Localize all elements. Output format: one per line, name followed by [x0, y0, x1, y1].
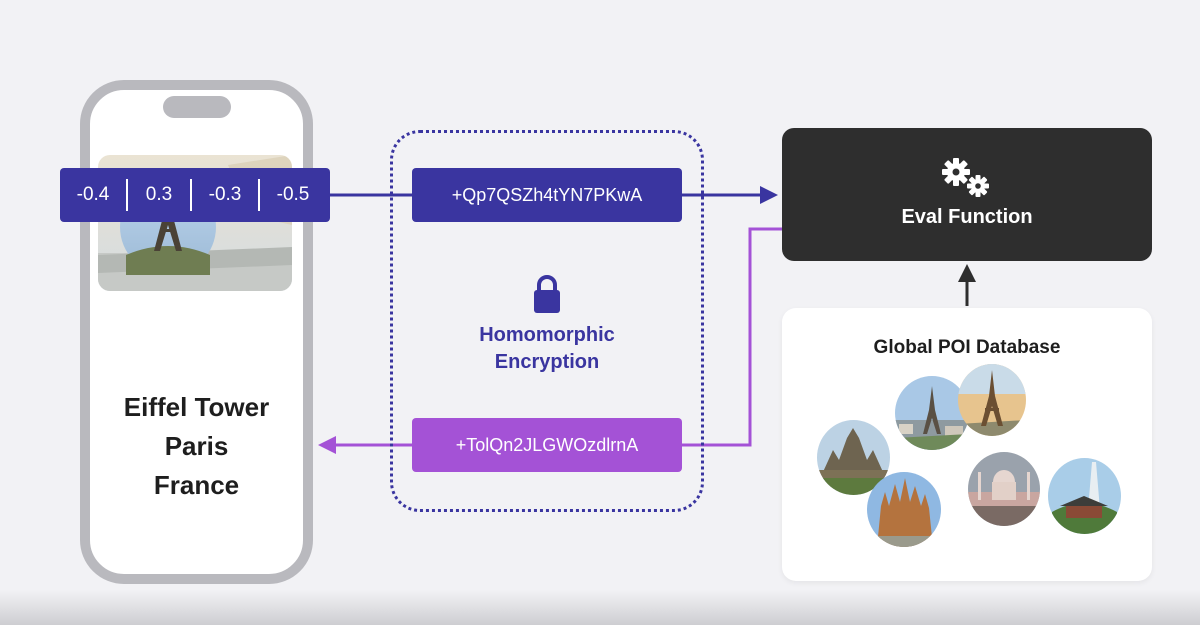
poi-database-title: Global POI Database: [873, 337, 1061, 358]
result-country: France: [153, 470, 240, 500]
encryption-label-line2: Encryption: [494, 351, 600, 373]
encryption-boundary: [390, 130, 704, 512]
vector-value: -0.3: [208, 184, 242, 205]
poi-image-lotte-tower-pagoda: [1048, 458, 1121, 534]
query-arrowhead: [760, 186, 778, 204]
result-landmark: Eiffel Tower: [123, 392, 270, 422]
vector-separator: [258, 179, 260, 211]
gears-icon: [942, 158, 989, 197]
poi-image-eiffel-paris: [895, 376, 969, 450]
vector-value: 0.3: [145, 184, 173, 205]
encryption-label: Homomorphic Encryption: [440, 322, 654, 376]
eval-function-label: Eval Function: [901, 206, 1033, 228]
phone-notch: [163, 96, 231, 118]
encryption-label-line1: Homomorphic: [479, 324, 615, 346]
vector-separator: [126, 179, 128, 211]
vector-value: -0.4: [76, 184, 110, 205]
db-to-eval-arrowhead: [958, 264, 976, 282]
query-ciphertext: +Qp7QSZh4tYN7PKwA: [412, 168, 682, 222]
eval-function-box: [782, 128, 1152, 261]
result-city: Paris: [164, 431, 229, 461]
vector-separator: [190, 179, 192, 211]
poi-image-taj-mahal: [968, 452, 1040, 526]
embedding-vector: -0.4 0.3 -0.3 -0.5: [60, 168, 330, 222]
vector-value: -0.5: [276, 184, 310, 205]
poi-image-eiffel-tower: [958, 364, 1026, 436]
bottom-shadow: [0, 590, 1200, 625]
response-line-right: [682, 227, 782, 447]
lock-icon: [534, 275, 560, 313]
response-ciphertext: +TolQn2JLGWOzdlrnA: [412, 418, 682, 472]
response-arrowhead: [318, 436, 336, 454]
poi-image-sagrada-familia: [867, 472, 941, 547]
